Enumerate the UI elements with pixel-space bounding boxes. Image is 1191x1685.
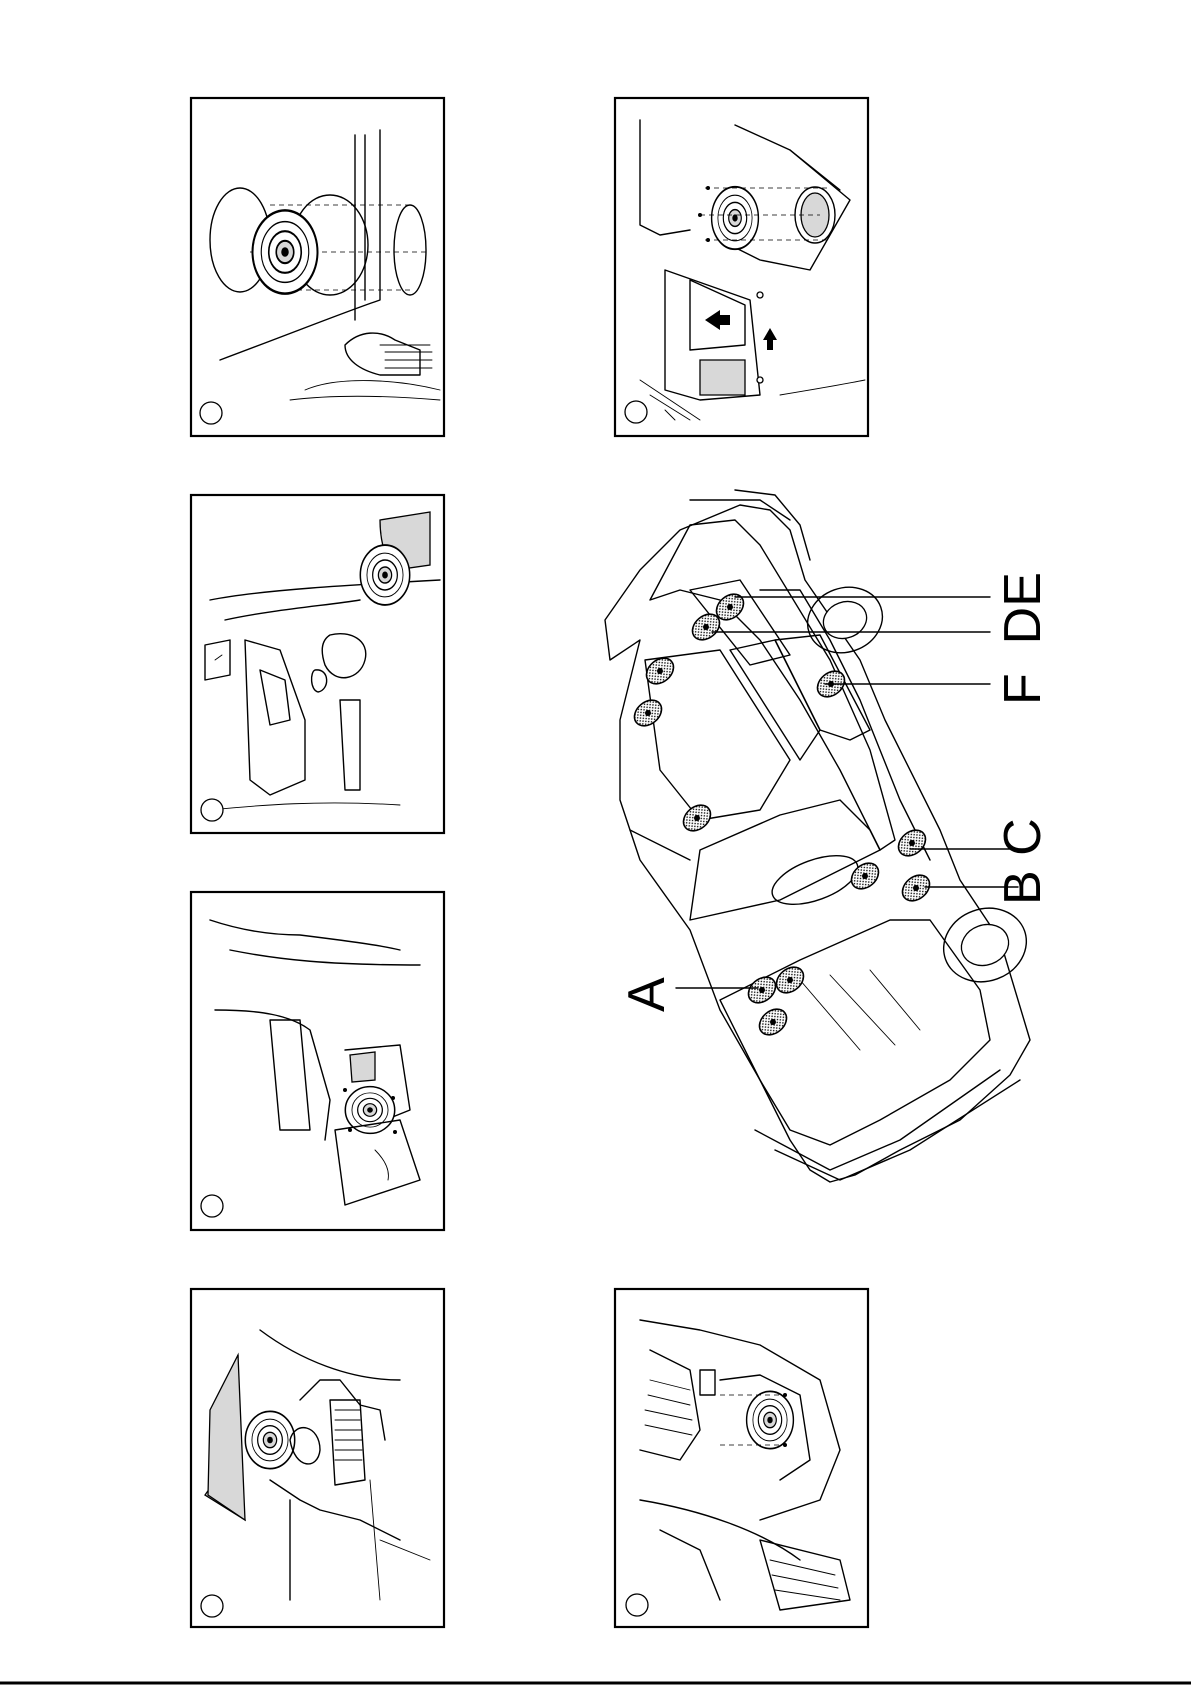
step-circle [626,1594,648,1616]
panel-2 [615,98,868,436]
step-circle [201,1195,223,1217]
panel-5 [191,1289,444,1627]
step-circle [200,402,222,424]
car-speaker-locations-icon [605,490,1037,1182]
panel-1 [191,98,444,436]
panel-4 [191,892,444,1230]
label-a: A [618,977,676,1012]
panel-6 [615,1289,868,1627]
step-circle [625,401,647,423]
label-bc: B C [994,818,1052,905]
step-circle [201,799,223,821]
panel-3 [191,495,444,833]
step-circle [201,1595,223,1617]
label-fde: F DE [994,572,1052,705]
